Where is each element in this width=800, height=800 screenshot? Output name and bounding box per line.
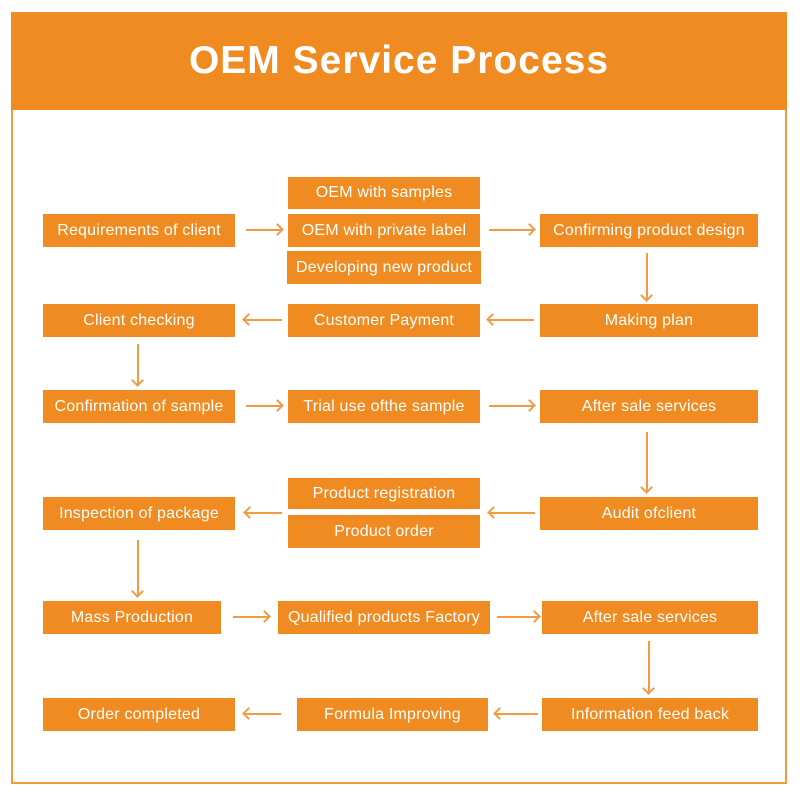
flow-node-oem-with-private-label: OEM with private label (288, 214, 480, 247)
flow-node-developing-new-product: Developing new product (287, 251, 481, 284)
arrow-down-icon (137, 540, 139, 595)
title-banner: OEM Service Process (11, 12, 787, 110)
flow-node-order-completed: Order completed (43, 698, 235, 731)
flow-node-information-feed-back: Information feed back (542, 698, 758, 731)
arrow-left-icon (489, 319, 534, 321)
flow-node-customer-payment: Customer Payment (288, 304, 480, 337)
arrow-left-icon (490, 512, 535, 514)
arrow-left-icon (245, 319, 282, 321)
flow-node-after-sale-services-1: After sale services (540, 390, 758, 423)
flow-node-trial-use-of-the-sample: Trial use ofthe sample (288, 390, 480, 423)
flow-node-confirming-product-design: Confirming product design (540, 214, 758, 247)
flow-node-requirements-of-client: Requirements of client (43, 214, 235, 247)
flow-node-making-plan: Making plan (540, 304, 758, 337)
arrow-right-icon (489, 405, 533, 407)
arrow-right-icon (489, 229, 533, 231)
arrow-down-icon (648, 641, 650, 692)
flow-node-qualified-products-factory: Qualified products Factory (278, 601, 490, 634)
arrow-down-icon (646, 253, 648, 299)
page-title: OEM Service Process (188, 39, 610, 82)
flow-node-formula-improving: Formula Improving (297, 698, 488, 731)
arrow-down-icon (137, 344, 139, 384)
arrow-left-icon (496, 713, 538, 715)
flow-node-after-sale-services-2: After sale services (542, 601, 758, 634)
flow-node-product-order: Product order (288, 515, 480, 548)
arrow-left-icon (245, 713, 281, 715)
arrow-right-icon (246, 229, 281, 231)
flow-node-mass-production: Mass Production (43, 601, 221, 634)
flow-node-inspection-of-package: Inspection of package (43, 497, 235, 530)
flow-node-client-checking: Client checking (43, 304, 235, 337)
flow-node-product-registration: Product registration (288, 478, 480, 509)
arrow-right-icon (246, 405, 281, 407)
arrow-right-icon (233, 616, 268, 618)
arrow-left-icon (246, 512, 282, 514)
arrow-down-icon (646, 432, 648, 491)
flow-node-oem-with-samples: OEM with samples (288, 177, 480, 209)
flow-node-audit-of-client: Audit ofclient (540, 497, 758, 530)
arrow-right-icon (497, 616, 538, 618)
flow-node-confirmation-of-sample: Confirmation of sample (43, 390, 235, 423)
